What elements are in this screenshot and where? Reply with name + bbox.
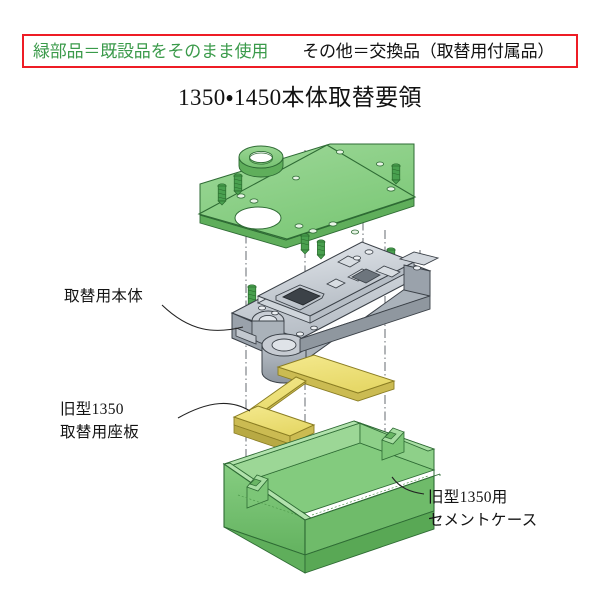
body-slot-window (282, 287, 321, 306)
green-cover-plate (197, 143, 417, 249)
plate-large-hole (234, 206, 282, 230)
leader-replacement-body (161, 304, 244, 331)
legend-green-parts-note: 緑部品＝既設品をそのまま使用 (33, 41, 269, 61)
callout-replacement-body: 取替用本体 (64, 288, 144, 305)
leader-lines (161, 304, 425, 495)
screw (391, 163, 401, 185)
callout-old-base-plate: 旧型1350 取替用座板 (60, 398, 139, 445)
latch-tongue (235, 327, 257, 345)
callout-old-base-plate-line2: 取替用座板 (60, 424, 140, 442)
green-cement-case (222, 420, 441, 574)
screw (233, 173, 243, 196)
callout-old-base-plate-line1: 旧型1350 (60, 401, 124, 418)
green-grommet-ring (238, 145, 284, 178)
callout-cement-case-line2: セメントケース (428, 512, 538, 530)
callout-cement-case: 旧型1350用 セメントケース (428, 486, 538, 533)
screw (316, 239, 326, 260)
legend-box: 緑部品＝既設品をそのまま使用 その他＝交換品（取替用付属品） (22, 34, 578, 68)
screw (217, 183, 227, 206)
legend-other-parts-note: その他＝交換品（取替用付属品） (302, 41, 555, 61)
callout-cement-case-line1: 旧型1350用 (428, 489, 508, 506)
plate-small-holes (236, 149, 396, 235)
body-mount-holes (257, 249, 421, 337)
yellow-base-plate (232, 354, 396, 453)
leader-base-plate (177, 402, 251, 419)
leader-cement-case (391, 476, 425, 495)
screw (300, 233, 310, 255)
page-title: 1350・1450本体取替要領 (178, 85, 422, 110)
case-inner-posts (246, 427, 405, 509)
